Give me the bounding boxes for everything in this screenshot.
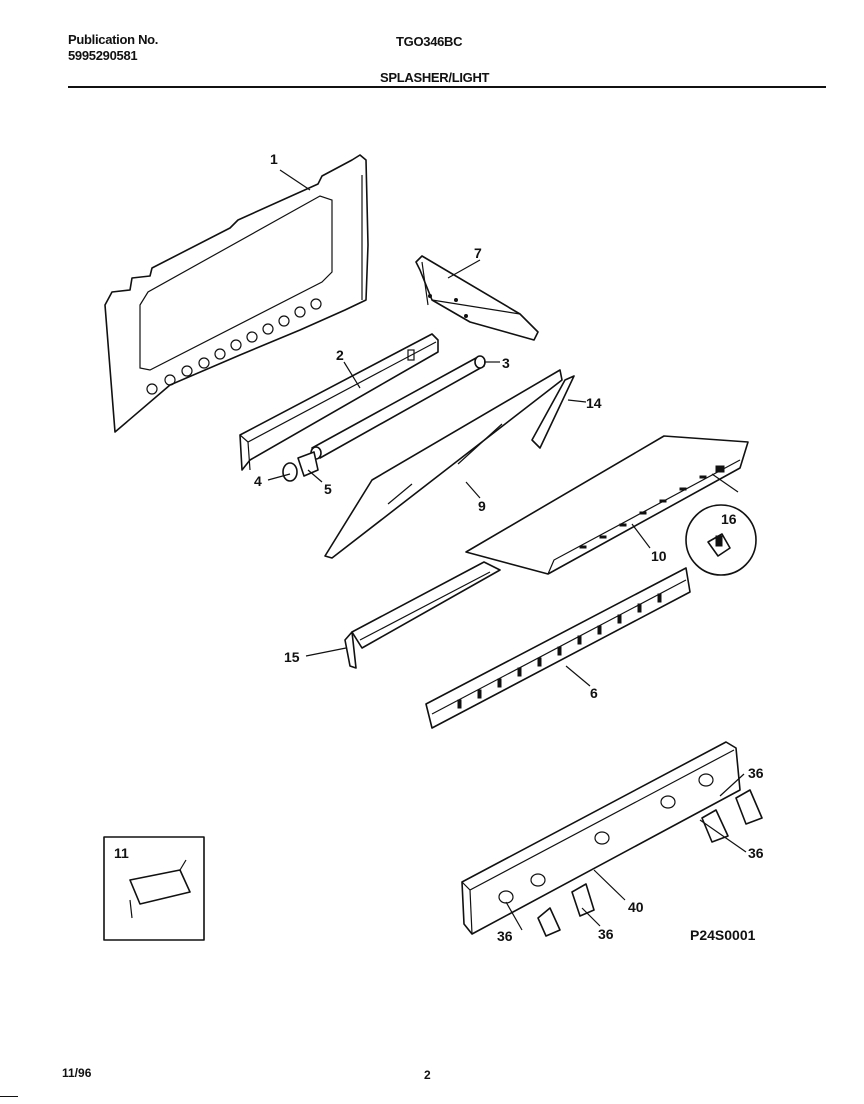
bracket-part-7: [415, 255, 539, 341]
glass-lens-part-9: [324, 369, 563, 559]
callout-36: 36: [598, 926, 614, 942]
disc-part-4: [282, 462, 298, 482]
callout-1: 1: [270, 151, 278, 167]
callout-7: 7: [474, 245, 482, 261]
publication-number: 5995290581: [68, 48, 138, 63]
switch-detail-part-16: [685, 504, 757, 576]
top-panel-part-10: [465, 435, 749, 575]
callout-36: 36: [748, 765, 764, 781]
page-number: 2: [424, 1068, 431, 1082]
callout-5: 5: [324, 481, 332, 497]
socket-part-5: [297, 451, 319, 477]
callout-6: 6: [590, 685, 598, 701]
callout-9: 9: [478, 498, 486, 514]
header-rule: [68, 86, 826, 88]
leader-lines: [267, 169, 747, 931]
callout-4: 4: [254, 473, 262, 489]
section-title: SPLASHER/LIGHT: [380, 70, 490, 85]
vent-strip-part-6: [425, 567, 691, 729]
detail-box-part-11: [103, 836, 205, 941]
model-number: TGO346BC: [396, 34, 463, 49]
control-panel-part-40: [461, 741, 741, 935]
publication-label: Publication No.: [68, 32, 159, 47]
back-panel-part: [104, 154, 369, 433]
callout-36: 36: [748, 845, 764, 861]
light-housing-part-2: [239, 333, 439, 471]
callout-10: 10: [651, 548, 667, 564]
callout-3: 3: [502, 355, 510, 371]
knob-part-36: [537, 789, 763, 937]
callout-2: 2: [336, 347, 344, 363]
callout-36: 36: [497, 928, 513, 944]
callout-40: 40: [628, 899, 644, 915]
callout-16: 16: [721, 511, 737, 527]
diagram-code: P24S0001: [690, 927, 756, 943]
footer-date: 11/96: [62, 1066, 92, 1080]
callout-15: 15: [284, 649, 300, 665]
callout-11: 11: [114, 845, 129, 861]
rail-part-15: [344, 561, 501, 669]
callout-14: 14: [586, 395, 602, 411]
corner-mark: [0, 1096, 18, 1097]
strip-part-14: [531, 375, 575, 449]
